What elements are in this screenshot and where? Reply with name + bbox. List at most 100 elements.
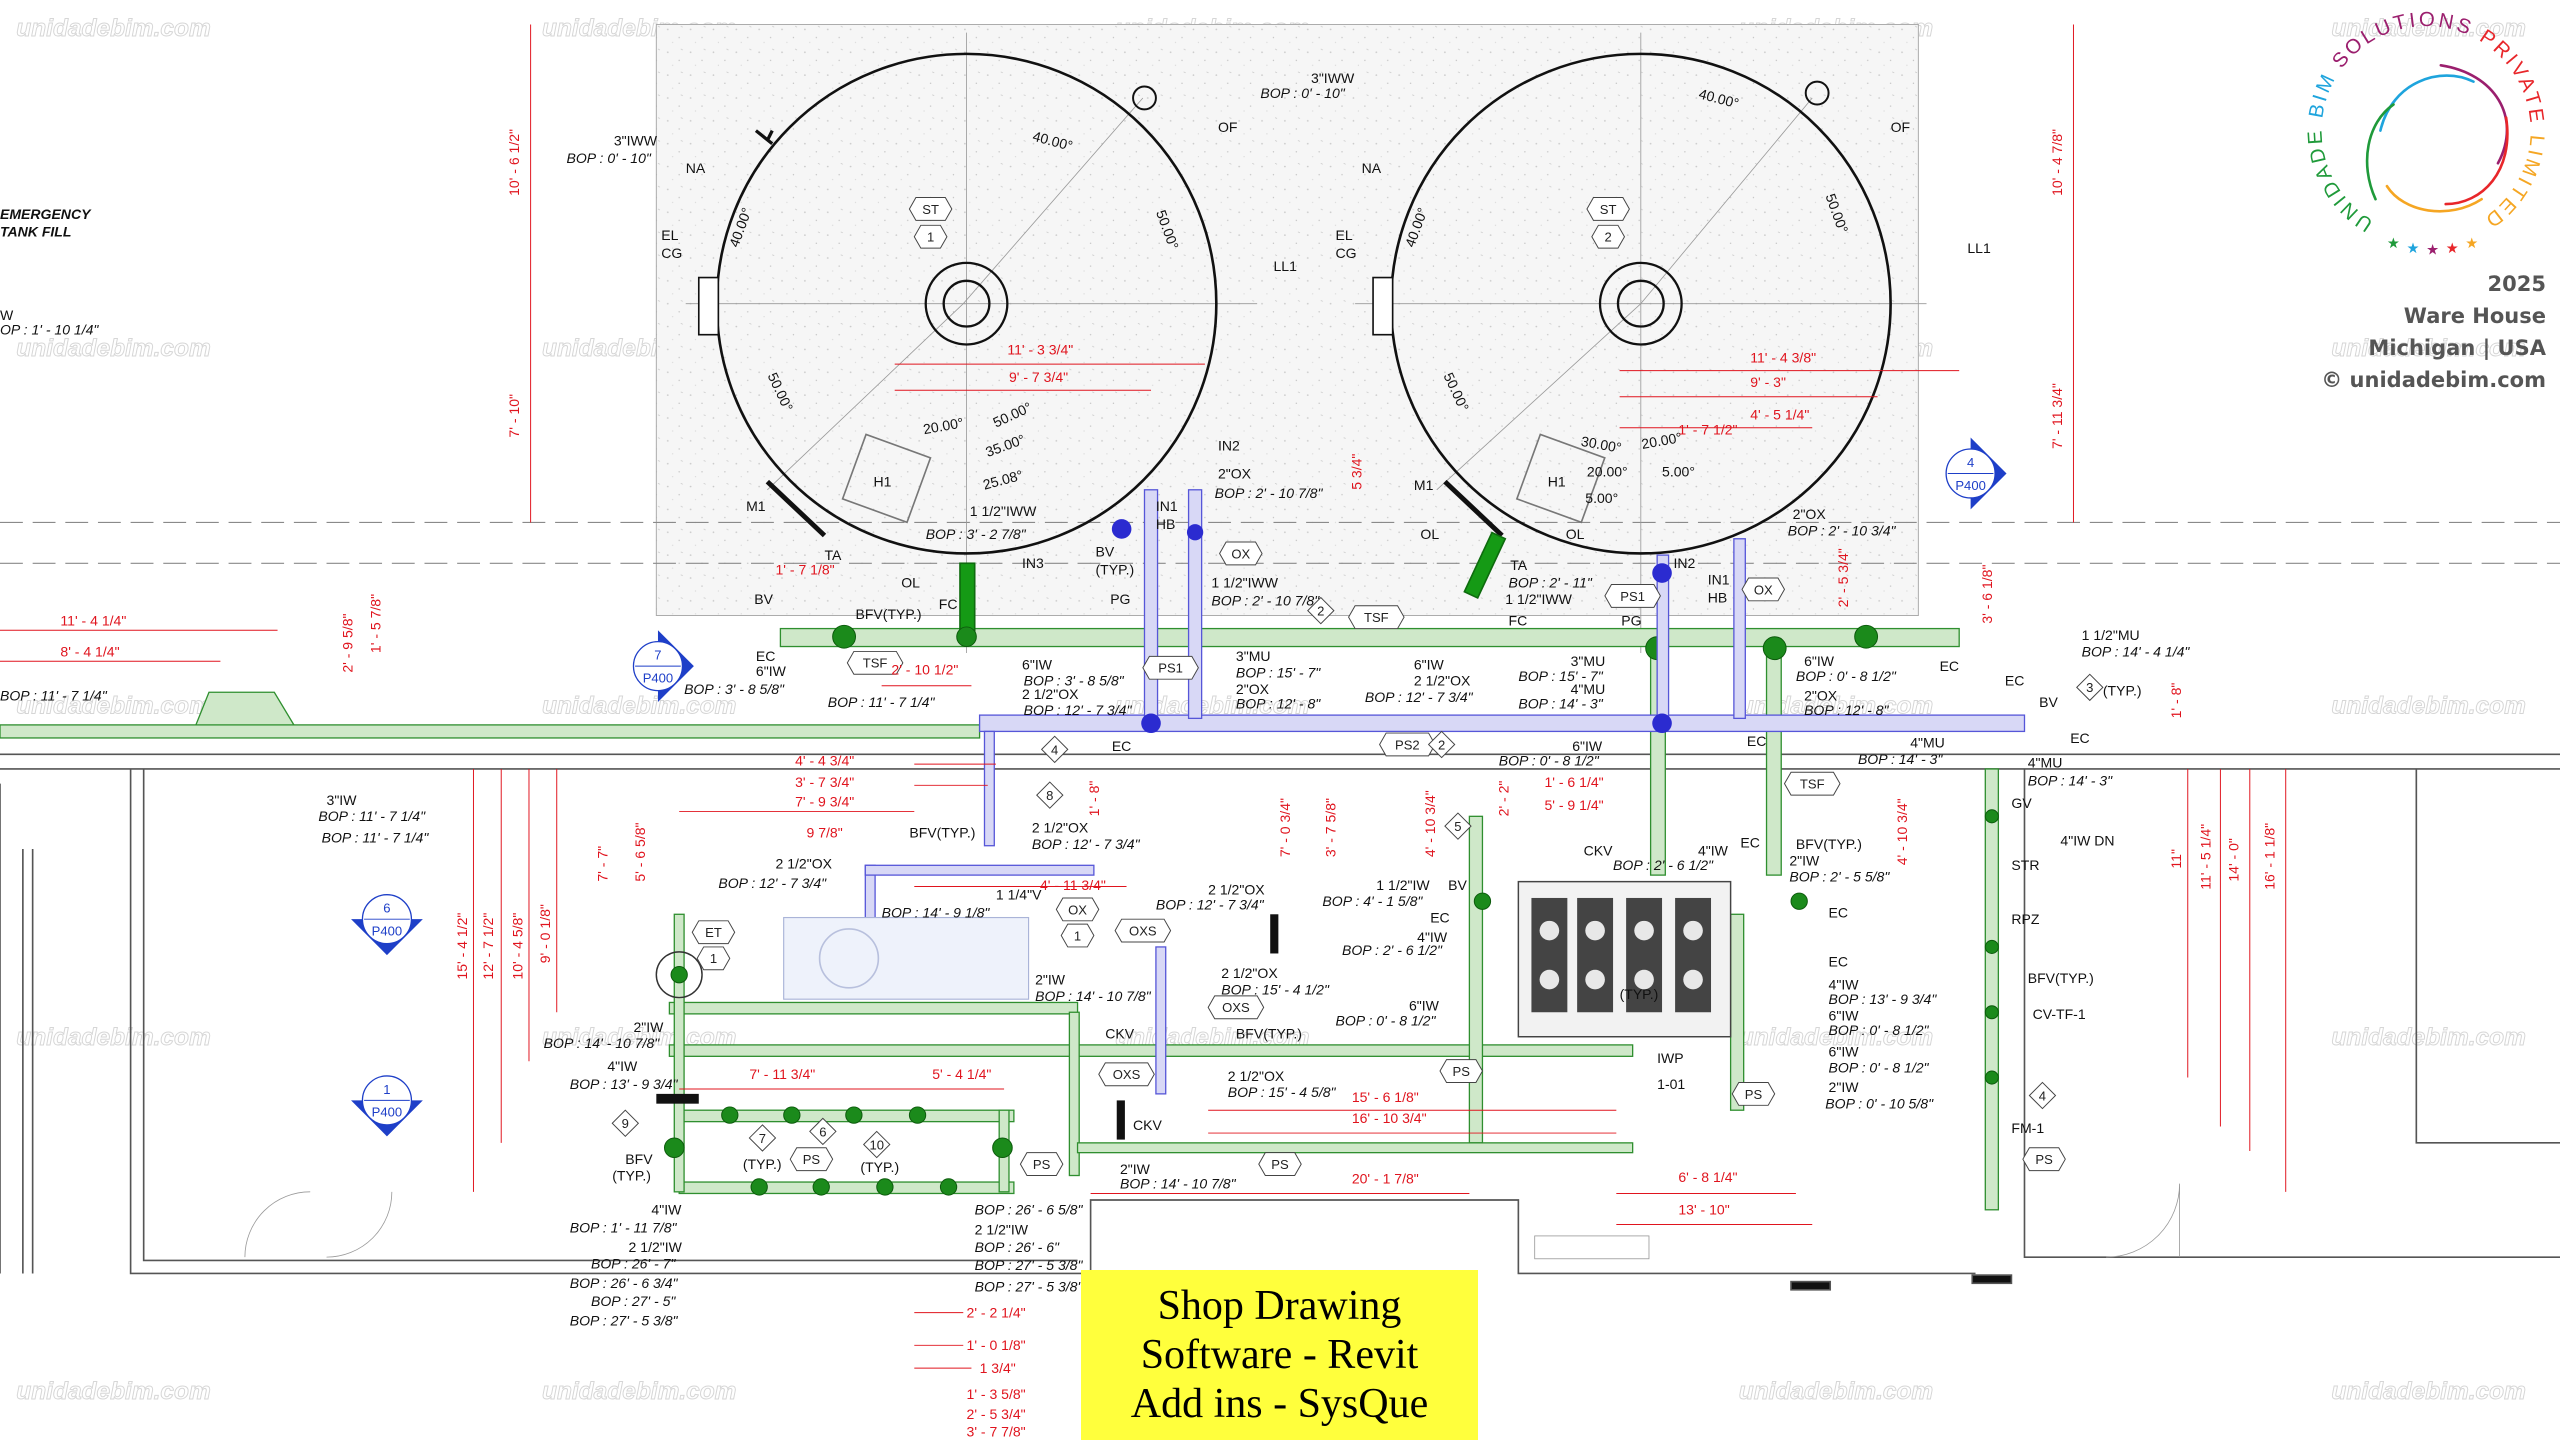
annotation-label: 2 1/2"IW <box>975 1221 1029 1237</box>
hex-tag-label: PS <box>2035 1152 2053 1167</box>
expansion-tank[interactable] <box>655 951 703 999</box>
diamond-tag-label: 2 <box>1317 604 1324 619</box>
hex-tag: TSF <box>846 650 904 675</box>
diamond-tag: 2 <box>1307 596 1335 625</box>
hex-tag: TSF <box>1783 771 1841 796</box>
hex-tag-label: PS1 <box>1158 661 1183 676</box>
hex-tag-label: PS <box>1271 1157 1289 1172</box>
annotation-label: BOP : 1' - 11 7/8" <box>570 1220 678 1236</box>
annotation-label: EC <box>1829 905 1849 921</box>
annotation-label: 4"IW <box>1698 843 1729 859</box>
diamond-tag: 9 <box>611 1109 640 1138</box>
annotation-label: BFV(TYP.) <box>909 825 975 841</box>
pump-skid[interactable] <box>1517 880 1732 1038</box>
black-supports <box>656 914 1279 1140</box>
annotation-label: BOP : 11' - 7 1/4" <box>318 808 426 824</box>
annotation-label: BOP : 0' - 10" <box>1260 85 1345 101</box>
annotation-label: BOP : 0' - 8 1/2" <box>1796 668 1897 684</box>
annotation-label: M1 <box>1414 477 1434 493</box>
dimension-label: 7' - 0 3/4" <box>1277 798 1293 857</box>
annotation-label: BOP : 3' - 2 7/8" <box>926 526 1027 542</box>
dimension-label: 10' - 4 7/8" <box>2049 129 2065 196</box>
hex-tag-label: TSF <box>1800 777 1825 792</box>
annotation-label: 1 1/2"IW <box>1376 877 1430 893</box>
annotation-label: EL <box>661 227 678 243</box>
dimension-label: 11' - 4 1/4" <box>60 612 126 628</box>
dimension-label: 11" <box>2168 849 2184 869</box>
annotation-label: 2"IW <box>1035 971 1066 987</box>
dimension-label: 3' - 7 3/4" <box>795 774 854 790</box>
diamond-tag-label: 4 <box>1051 742 1058 757</box>
annotation-label: OL <box>1566 526 1585 542</box>
watermark-text: unidadebim.com <box>2331 15 2525 42</box>
svg-text:★: ★ <box>2446 241 2459 257</box>
project-name: Ware House <box>2403 304 2546 328</box>
dimension-label: 1' - 8" <box>2168 683 2184 719</box>
annotation-label: CKV <box>1105 1025 1134 1041</box>
annotation-label: 5.00° <box>1662 464 1695 480</box>
annotation-label: BOP : 12' - 7 3/4" <box>1024 702 1133 718</box>
diamond-tag: 4 <box>2028 1081 2057 1110</box>
annotation-label: 2"IW <box>1829 1079 1860 1095</box>
storage-tank-2[interactable] <box>1372 52 1892 555</box>
banner-line-3: Add ins - SysQue <box>1130 1380 1429 1427</box>
dimension-label: 6' - 8 1/4" <box>1678 1169 1737 1185</box>
svg-text:UNIDADE BIM: UNIDADE BIM SOLUTIONS PRIVATE LIMITED <box>2304 9 2547 235</box>
annotation-label: BOP : 0' - 8 1/2" <box>1336 1012 1437 1028</box>
annotation-label: 3"IWW <box>614 132 658 148</box>
watermark-text: unidadebim.com <box>2331 335 2525 362</box>
project-location: Michigan | USA <box>2368 336 2546 360</box>
hex-tag-label: 1 <box>927 230 934 245</box>
hex-tag-label: ST <box>922 202 939 217</box>
annotation-label: 2 1/2"OX <box>1228 1068 1285 1084</box>
dimension-label: 4' - 10 3/4" <box>1894 798 1910 865</box>
annotation-label: BOP : 12' - 7 3/4" <box>1156 896 1265 912</box>
annotation-label: 2"OX <box>1804 687 1838 703</box>
svg-text:★: ★ <box>2387 236 2400 252</box>
annotation-label: BOP : 2' - 6 1/2" <box>1613 857 1714 873</box>
watermark-text: unidadebim.com <box>542 692 736 719</box>
svg-text:★: ★ <box>2407 241 2420 257</box>
dimension-label: 7' - 11 3/4" <box>749 1066 815 1082</box>
dimension-label: 15' - 6 1/8" <box>1352 1089 1419 1105</box>
annotation-label: IN2 <box>1673 555 1695 571</box>
annotation-label: 4"MU <box>1571 681 1606 697</box>
annotation-label: (TYP.) <box>1620 986 1659 1002</box>
annotation-label: 20.00° <box>1640 429 1683 452</box>
dimension-label: 3' - 7 5/8" <box>1323 798 1339 857</box>
annotation-label: NA <box>686 160 706 176</box>
dimension-label: 5' - 6 5/8" <box>632 822 648 881</box>
ox-piping[interactable] <box>864 489 2026 1095</box>
annotation-label: LL1 <box>1273 258 1297 274</box>
annotation-label: 6"IW <box>1409 998 1440 1014</box>
annotation-label: BOP : 4' - 1 5/8" <box>1322 893 1423 909</box>
annotation-label: BV <box>754 591 773 607</box>
dimension-label: 3' - 6 1/8" <box>1979 565 1995 624</box>
hex-tag: PS2 <box>1379 732 1436 757</box>
annotation-label: BOP : 0' - 8 1/2" <box>1829 1060 1930 1076</box>
annotation-label: 4"IW <box>1829 976 1860 992</box>
equipment-skid[interactable] <box>783 916 1030 1000</box>
annotation-label: BOP : 11' - 7 1/4" <box>828 694 936 710</box>
storage-tank-1[interactable] <box>697 52 1218 555</box>
annotation-label: BV <box>1096 544 1115 560</box>
annotation-label: BOP : 3' - 8 5/8" <box>684 681 785 697</box>
annotation-label: BFV(TYP.) <box>856 606 922 622</box>
center-lines <box>685 32 1927 654</box>
hex-tag-label: OX <box>1231 546 1250 561</box>
annotation-label: (TYP.) <box>612 1167 651 1183</box>
annotation-label: 6"IW <box>1022 656 1053 672</box>
annotation-label: EC <box>2070 730 2090 746</box>
annotation-label: BOP : 0' - 8 1/2" <box>1829 1022 1930 1038</box>
watermark-text: unidadebim.com <box>16 335 210 362</box>
hex-tag-label: PS <box>1745 1087 1763 1102</box>
annotation-label: BOP : 26' - 6 5/8" <box>975 1202 1084 1218</box>
hex-tag: PS1 <box>1142 655 1199 680</box>
